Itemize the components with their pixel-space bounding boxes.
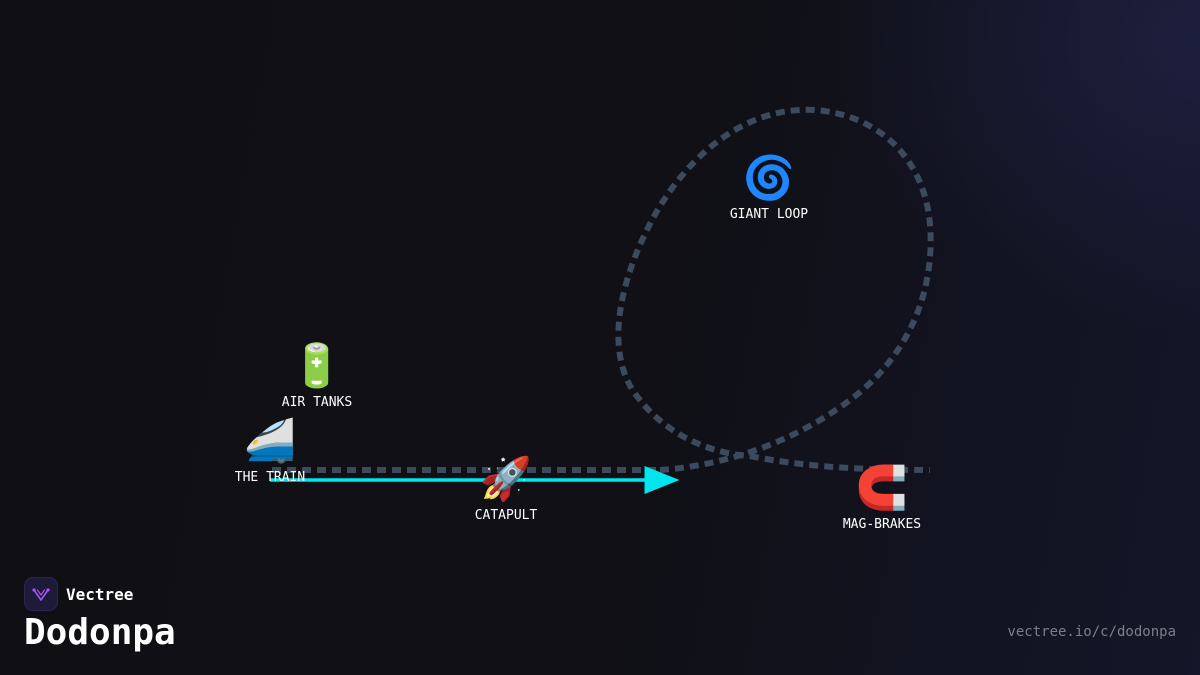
node-label-the-train: THE TRAIN bbox=[235, 470, 305, 485]
magnet-icon: 🧲 bbox=[856, 463, 908, 512]
track-exit-section bbox=[749, 453, 931, 473]
node-label-catapult: CATAPULT bbox=[475, 508, 538, 523]
node-giant-loop[interactable]: 🌀 GIANT LOOP bbox=[730, 152, 808, 222]
rocket-icon: 🚀 bbox=[480, 454, 532, 503]
node-catapult[interactable]: 🚀 CATAPULT bbox=[475, 454, 538, 523]
brand-name: Vectree bbox=[66, 584, 134, 604]
battery-icon: 🔋 bbox=[291, 341, 343, 390]
node-the-train[interactable]: 🚄 THE TRAIN bbox=[235, 416, 305, 485]
node-label-mag-brakes: MAG-BRAKES bbox=[843, 517, 921, 532]
node-label-air-tanks: AIR TANKS bbox=[282, 395, 352, 410]
page-title: Dodonpa bbox=[24, 612, 176, 653]
vectree-logo-icon bbox=[24, 577, 58, 611]
brand[interactable]: Vectree bbox=[24, 577, 133, 611]
train-icon: 🚄 bbox=[244, 416, 296, 465]
node-air-tanks[interactable]: 🔋 AIR TANKS bbox=[282, 341, 352, 410]
site-url[interactable]: vectree.io/c/dodonpa bbox=[1007, 624, 1176, 640]
node-label-giant-loop: GIANT LOOP bbox=[730, 207, 808, 222]
node-mag-brakes[interactable]: 🧲 MAG-BRAKES bbox=[843, 463, 921, 532]
spiral-icon: 🌀 bbox=[743, 152, 795, 202]
